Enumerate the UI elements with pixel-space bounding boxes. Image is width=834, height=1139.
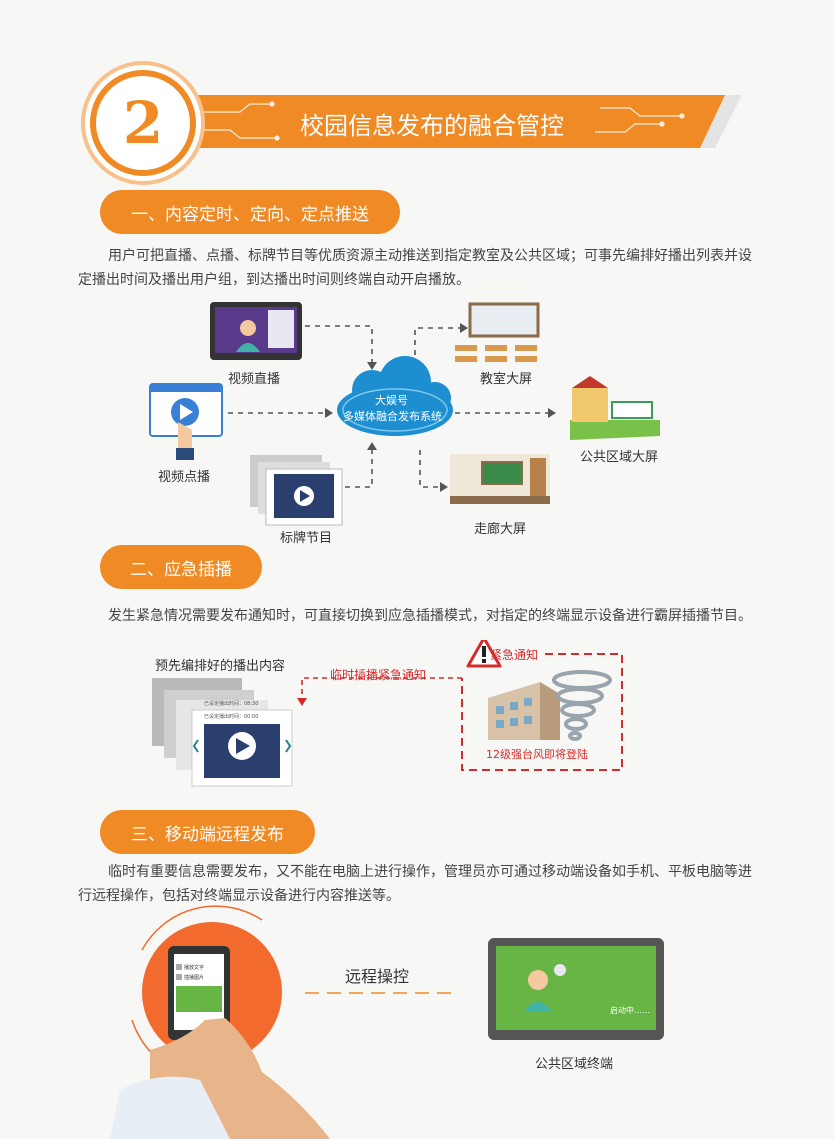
banner-title: 校园信息发布的融合管控 — [300, 112, 564, 140]
section3-heading: 三、移动端远程发布 — [100, 810, 315, 854]
target-corridor-label: 走廊大屏 — [474, 522, 527, 537]
section1-heading: 一、内容定时、定向、定点推送 — [100, 190, 400, 234]
terminal-label: 公共区域终端 — [535, 1057, 614, 1072]
classroom-screen-icon — [455, 302, 540, 362]
banner-ribbon — [160, 95, 755, 148]
signage-program-icon — [250, 455, 343, 526]
remote-label: 远程操控 — [345, 967, 410, 986]
tornado-icon — [552, 670, 612, 741]
video-on-demand-icon — [149, 383, 223, 460]
tablet-menu-1: 播放文字 — [184, 965, 205, 971]
public-area-screen-icon — [570, 376, 660, 440]
source-live-label: 视频直播 — [228, 372, 281, 387]
live-video-monitor-icon — [210, 302, 302, 360]
banner-number-circle — [90, 70, 196, 176]
target-classroom-label: 教室大屏 — [480, 372, 533, 387]
terminal-screen-icon — [488, 938, 664, 1040]
schedule-time-2: 已设定播出时间：00:00 — [204, 714, 259, 720]
emergency-label: 紧急通知 — [490, 648, 539, 662]
source-signage-label: 标牌节目 — [280, 531, 333, 546]
insert-label: 临时插播紧急通知 — [330, 668, 427, 682]
cloud-subtitle: 多媒体融合发布系统 — [343, 410, 442, 423]
target-public-label: 公共区域大屏 — [580, 450, 659, 465]
typhoon-label: 12级强台风即将登陆 — [486, 748, 588, 761]
schedule-time-1: 已设定播出时间：08:30 — [204, 701, 259, 707]
corridor-screen-icon — [450, 454, 550, 504]
cloud-icon — [337, 356, 453, 436]
booting-label: 启动中…… — [610, 1006, 650, 1015]
source-vod-label: 视频点播 — [158, 470, 211, 485]
section1-paragraph: 用户可把直播、点播、标牌节目等优质资源主动推送到指定教室及公共区域；可事先编排好… — [78, 248, 752, 288]
section3-paragraph: 临时有重要信息需要发布，又不能在电脑上进行操作，管理员亦可通过移动端设备如手机、… — [78, 864, 752, 904]
preprogram-label: 预先编排好的播出内容 — [155, 659, 286, 674]
section2-paragraph: 发生紧急情况需要发布通知时，可直接切换到应急插播模式，对指定的终端显示设备进行霸… — [108, 608, 752, 624]
typhoon-building-icon — [488, 682, 560, 740]
remote-diagram — [110, 905, 664, 1139]
push-diagram — [149, 302, 660, 526]
tablet-menu-2: 插播图片 — [184, 975, 205, 981]
emergency-diagram — [152, 640, 623, 787]
tablet-icon — [168, 946, 230, 1040]
banner-number: 2 — [122, 89, 164, 157]
section2-heading: 二、应急插播 — [100, 545, 262, 589]
warning-icon — [466, 640, 502, 668]
cloud-title: 大娱号 — [375, 394, 408, 407]
